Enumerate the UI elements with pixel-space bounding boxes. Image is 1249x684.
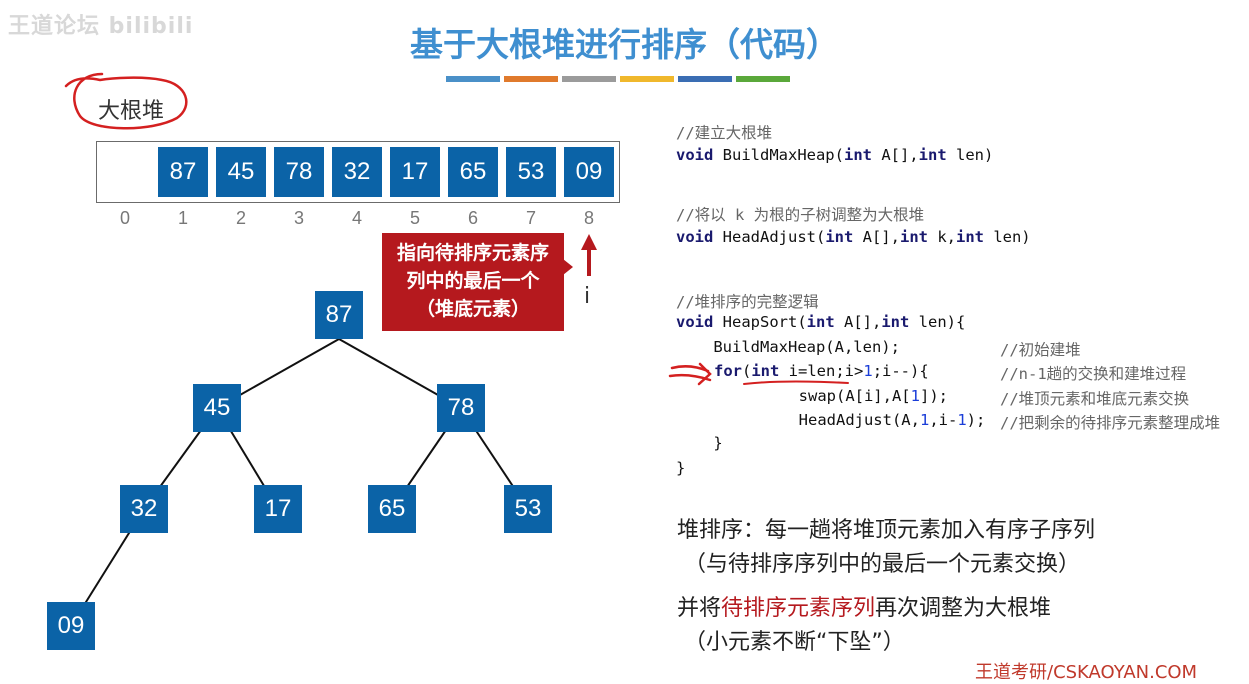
tree-node-6: 65 — [368, 485, 416, 533]
code-comment-2: //将以 k 为根的子树调整为大根堆 — [676, 206, 925, 224]
array-cell-7: 53 — [506, 147, 556, 197]
callout-line-2: 列中的最后一个 — [406, 270, 540, 292]
array-cell-2: 45 — [216, 147, 266, 197]
array-index-2: 2 — [235, 208, 246, 228]
callout-line-3: （堆底元素） — [415, 298, 530, 320]
code-line-5: for(int i=len;i>1;i--){ — [714, 362, 929, 380]
tree-node-1: 87 — [315, 291, 363, 339]
callout-tip — [563, 259, 573, 275]
array-cell-3: 78 — [274, 147, 324, 197]
tree-node-3: 78 — [437, 384, 485, 432]
code-line-7-comment: //把剩余的待排序元素整理成堆 — [1000, 414, 1221, 432]
heap-label: 大根堆 — [98, 99, 165, 124]
handwritten-circle — [64, 72, 188, 130]
accent-bar-2 — [504, 76, 558, 82]
array-index-8: 8 — [583, 208, 594, 228]
array-cell-5: 17 — [390, 147, 440, 197]
watermark: 王道论坛 bilibili — [8, 14, 194, 39]
tree-node-4: 32 — [120, 485, 168, 533]
accent-bar-6 — [736, 76, 790, 82]
array-cell-6: 65 — [448, 147, 498, 197]
array-index-5: 5 — [409, 208, 420, 228]
summary-line-3: 并将待排序元素序列再次调整为大根堆 — [677, 596, 1052, 621]
code-line-9: } — [676, 459, 686, 477]
accent-bar-5 — [678, 76, 732, 82]
callout-box: 指向待排序元素序 列中的最后一个 （堆底元素） — [382, 233, 564, 331]
summary-line-2: （与待排序序列中的最后一个元素交换） — [677, 552, 1080, 577]
page-title: 基于大根堆进行排序（代码） — [410, 25, 839, 64]
array-index-4: 4 — [351, 208, 362, 228]
code-line-4-comment: //初始建堆 — [1000, 341, 1081, 359]
callout-line-1: 指向待排序元素序 — [396, 242, 549, 264]
accent-bar-3 — [562, 76, 616, 82]
accent-bar-1 — [446, 76, 500, 82]
summary-line-1: 堆排序：每一趟将堆顶元素加入有序子序列 — [677, 518, 1096, 543]
array-cell-4: 32 — [332, 147, 382, 197]
code-line-7: HeadAdjust(A,1,i-1); — [724, 411, 986, 429]
array-index-0: 0 — [119, 208, 130, 228]
code-line-6: swap(A[i],A[1]); — [724, 387, 948, 405]
array-cell-1: 87 — [158, 147, 208, 197]
pointer-label: i — [584, 284, 591, 309]
code-line-build: void BuildMaxHeap(int A[],int len) — [676, 146, 994, 164]
code-line-8: } — [676, 434, 723, 452]
array-index-1: 1 — [177, 208, 188, 228]
summary-line-4: （小元素不断“下坠”） — [677, 630, 905, 655]
code-line-heapsort: void HeapSort(int A[],int len){ — [676, 313, 966, 331]
code-comment-1: //建立大根堆 — [676, 124, 773, 142]
tree-node-7: 53 — [504, 485, 552, 533]
array-index-6: 6 — [467, 208, 478, 228]
tree-node-2: 45 — [193, 384, 241, 432]
code-comment-3: //堆排序的完整逻辑 — [676, 293, 819, 311]
code-line-adjust: void HeadAdjust(int A[],int k,int len) — [676, 228, 1031, 246]
array-index-7: 7 — [525, 208, 536, 228]
code-line-4: BuildMaxHeap(A,len); — [676, 338, 900, 356]
tree-node-8: 09 — [47, 602, 95, 650]
array-cell-8: 09 — [564, 147, 614, 197]
footer-brand: 王道考研/CSKAOYAN.COM — [975, 662, 1198, 683]
code-line-6-comment: //堆顶元素和堆底元素交换 — [1000, 390, 1190, 408]
tree-node-5: 17 — [254, 485, 302, 533]
accent-bar-4 — [620, 76, 674, 82]
code-line-5-comment: //n-1趟的交换和建堆过程 — [1000, 365, 1187, 383]
array-index-3: 3 — [293, 208, 304, 228]
